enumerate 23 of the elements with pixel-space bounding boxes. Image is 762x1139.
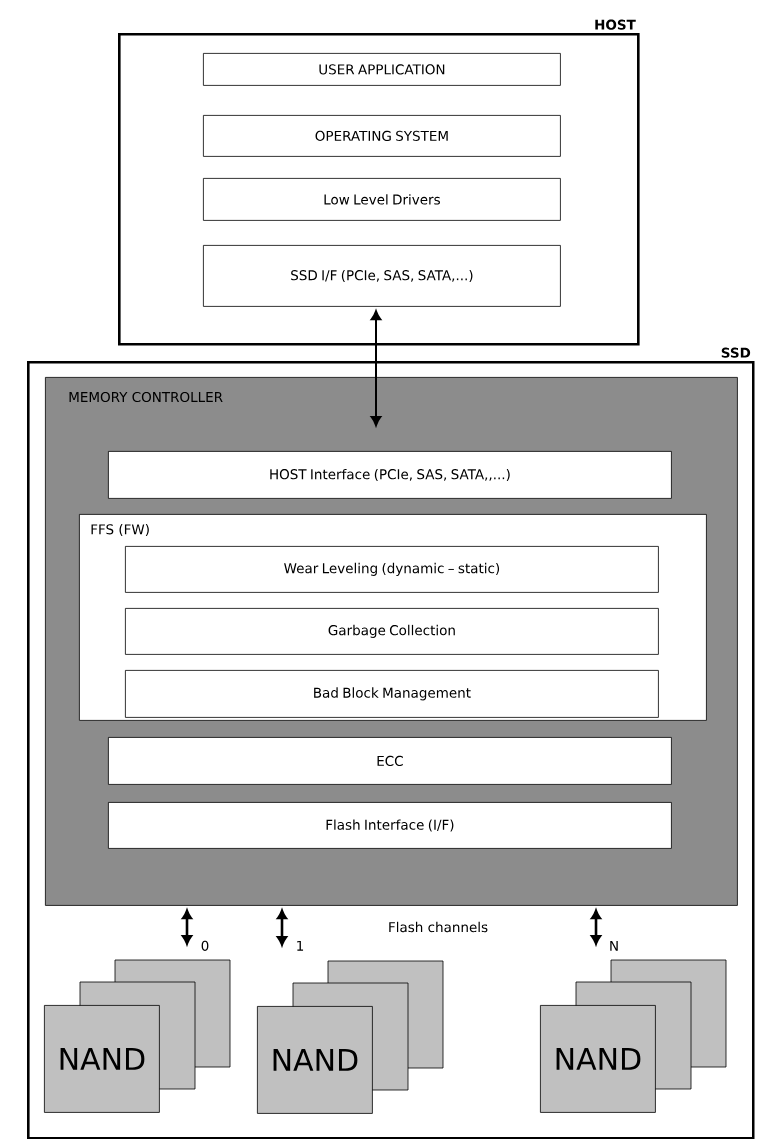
nand-stack: NAND bbox=[257, 960, 444, 1114]
layer-box: Garbage Collection bbox=[125, 608, 659, 655]
nand-stack: NAND bbox=[540, 959, 727, 1113]
layer-box: Flash Interface (I/F) bbox=[108, 802, 672, 849]
double-arrow bbox=[590, 909, 602, 945]
layer-box: Wear Leveling (dynamic – static) bbox=[125, 546, 659, 593]
edge-label: 1 bbox=[297, 940, 304, 951]
double-arrow bbox=[370, 310, 382, 427]
layer-box: OPERATING SYSTEM bbox=[203, 115, 561, 157]
layer-box: Bad Block Management bbox=[125, 670, 659, 718]
node-label: HOST bbox=[595, 19, 636, 30]
layer-box: USER APPLICATION bbox=[203, 53, 561, 86]
double-arrow bbox=[181, 909, 193, 945]
layer-box: Low Level Drivers bbox=[203, 178, 561, 221]
edge-label: 0 bbox=[201, 940, 209, 951]
layer-box: ECC bbox=[108, 737, 672, 785]
layer-box: SSD I/F (PCIe, SAS, SATA,...) bbox=[203, 245, 561, 307]
node-label: SSD bbox=[721, 347, 751, 358]
nand-stack: NAND bbox=[44, 959, 231, 1113]
double-arrow bbox=[276, 909, 288, 946]
channel-label: Flash channels bbox=[389, 921, 488, 933]
layer-box: HOST Interface (PCIe, SAS, SATA,,...) bbox=[108, 451, 672, 499]
edge-label: N bbox=[610, 940, 618, 951]
